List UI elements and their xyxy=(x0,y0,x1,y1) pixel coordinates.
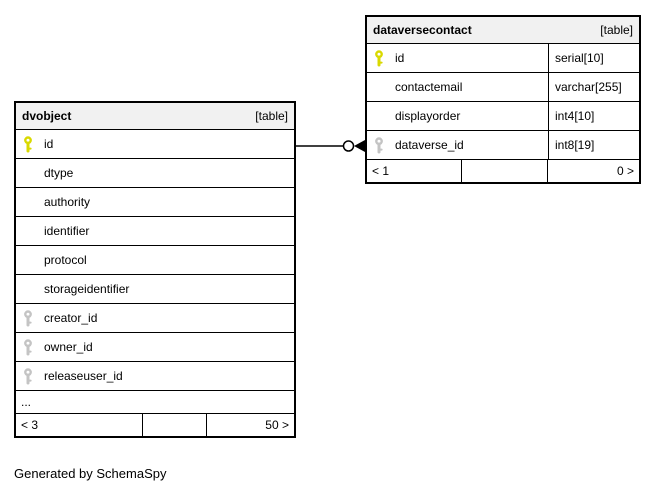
key-cell xyxy=(367,136,391,154)
column-row-releaseuser-id: releaseuser_id xyxy=(16,361,294,390)
column-name: dtype xyxy=(44,166,74,180)
column-row-identifier: identifier xyxy=(16,216,294,245)
table-footer: < 3 50 > xyxy=(16,413,294,436)
column-type: serial[10] xyxy=(548,44,639,72)
footer-middle-cell xyxy=(143,414,207,436)
column-row-dtype: dtype xyxy=(16,158,294,187)
key-cell xyxy=(16,309,40,327)
column-name: id xyxy=(44,137,54,151)
column-name: releaseuser_id xyxy=(44,369,123,383)
column-name: creator_id xyxy=(44,311,98,325)
column-row-authority: authority xyxy=(16,187,294,216)
column-name: protocol xyxy=(44,253,87,267)
column-name: dataverse_id xyxy=(395,138,464,152)
relationship-connector xyxy=(296,140,365,152)
column-row-protocol: protocol xyxy=(16,245,294,274)
table-name[interactable]: dataversecontact xyxy=(373,23,472,37)
key-cell xyxy=(16,338,40,356)
generator-note: Generated by SchemaSpy xyxy=(14,466,167,481)
footer-parents-count: < 1 xyxy=(367,160,462,182)
column-row-contactemail: contactemail varchar[255] xyxy=(367,72,639,101)
column-type: varchar[255] xyxy=(548,73,639,101)
ellipsis-row: ... xyxy=(16,390,294,413)
column-name: identifier xyxy=(44,224,90,238)
foreign-key-icon xyxy=(24,338,32,355)
key-cell xyxy=(16,367,40,385)
column-name: displayorder xyxy=(395,109,461,123)
crow-foot-icon xyxy=(354,140,365,152)
key-cell xyxy=(16,135,40,153)
table-name[interactable]: dvobject xyxy=(22,109,72,123)
foreign-key-icon xyxy=(24,367,32,384)
footer-parents-count: < 3 xyxy=(16,414,143,436)
column-name: storageidentifier xyxy=(44,282,130,296)
foreign-key-icon xyxy=(24,309,32,326)
column-row-displayorder: displayorder int4[10] xyxy=(367,101,639,130)
table-type-label: [table] xyxy=(255,109,288,123)
column-name: owner_id xyxy=(44,340,93,354)
column-row-creator-id: creator_id xyxy=(16,303,294,332)
column-name: authority xyxy=(44,195,91,209)
footer-children-count: 0 > xyxy=(616,164,634,178)
column-name: contactemail xyxy=(395,80,463,94)
entity-table-dataversecontact: dataversecontact [table] id serial[10] c… xyxy=(365,15,641,184)
column-row-storageidentifier: storageidentifier xyxy=(16,274,294,303)
footer-children-count: 50 > xyxy=(265,418,289,432)
entity-table-dvobject: dvobject [table] id dtype authority iden… xyxy=(14,101,296,438)
zero-cardinality-circle-icon xyxy=(342,140,355,152)
footer-middle-cell xyxy=(462,160,548,182)
table-header-dataversecontact[interactable]: dataversecontact [table] xyxy=(367,17,639,43)
column-type: int8[19] xyxy=(548,131,639,159)
table-header-dvobject[interactable]: dvobject [table] xyxy=(16,103,294,129)
column-row-id: id serial[10] xyxy=(367,43,639,72)
column-type: int4[10] xyxy=(548,102,639,130)
primary-key-icon xyxy=(375,49,383,66)
key-cell xyxy=(367,49,391,67)
primary-key-icon xyxy=(24,135,32,152)
table-type-label: [table] xyxy=(600,23,633,37)
column-row-id: id xyxy=(16,129,294,158)
foreign-key-icon xyxy=(375,136,383,153)
table-footer: < 1 0 > xyxy=(367,159,639,182)
column-name: id xyxy=(395,51,405,65)
column-row-dataverse-id: dataverse_id int8[19] xyxy=(367,130,639,159)
column-row-owner-id: owner_id xyxy=(16,332,294,361)
